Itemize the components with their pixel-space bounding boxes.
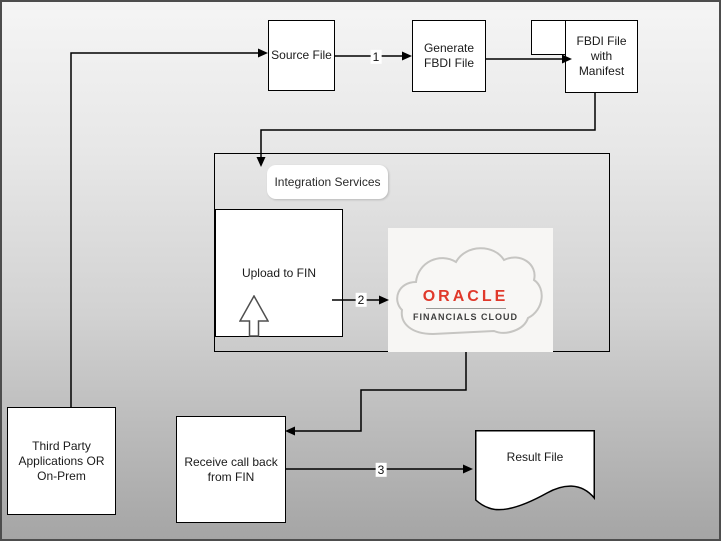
node-generate-fbdi-file-label: Generate FBDI File [423,41,475,70]
node-third-party-label: Third Party Applications OR On-Prem [18,438,105,483]
node-receive-callback: Receive call back from FIN [176,416,286,523]
connector-label-3: 3 [375,462,387,478]
connector-label-2: 2 [355,292,367,308]
oracle-divider-line [425,308,506,309]
node-upload-to-fin: Upload to FIN [215,209,343,337]
node-receive-callback-label: Receive call back from FIN [184,454,278,484]
connector-oracle-to-receive [285,352,467,436]
integration-services-text: Integration Services [274,175,381,189]
manifest-square-icon [531,20,567,55]
connector-generate-to-fbdi [486,54,572,64]
document-shape [475,430,595,511]
node-source-file: Source File [268,20,335,91]
node-third-party: Third Party Applications OR On-Prem [7,407,116,515]
node-result-file-label: Result File [506,450,564,464]
oracle-financials-cloud-image: ORACLE FINANCIALS CLOUD [388,228,553,352]
upload-arrow-icon [239,295,269,337]
node-source-file-label: Source File [271,48,332,62]
node-generate-fbdi-file: Generate FBDI File [412,20,486,92]
node-fbdi-file-with-manifest-label: FBDI File with Manifest [576,34,627,78]
oracle-subtitle-text: FINANCIALS CLOUD [413,312,518,322]
node-upload-to-fin-label: Upload to FIN [241,265,317,280]
integration-services-label: Integration Services [267,165,388,199]
oracle-brand-text: ORACLE [422,288,509,305]
node-result-file: Result File [475,430,595,512]
oracle-logo: ORACLE FINANCIALS CLOUD [388,288,543,322]
connector-label-1: 1 [370,49,382,65]
node-fbdi-file-with-manifest: FBDI File with Manifest [565,20,638,93]
